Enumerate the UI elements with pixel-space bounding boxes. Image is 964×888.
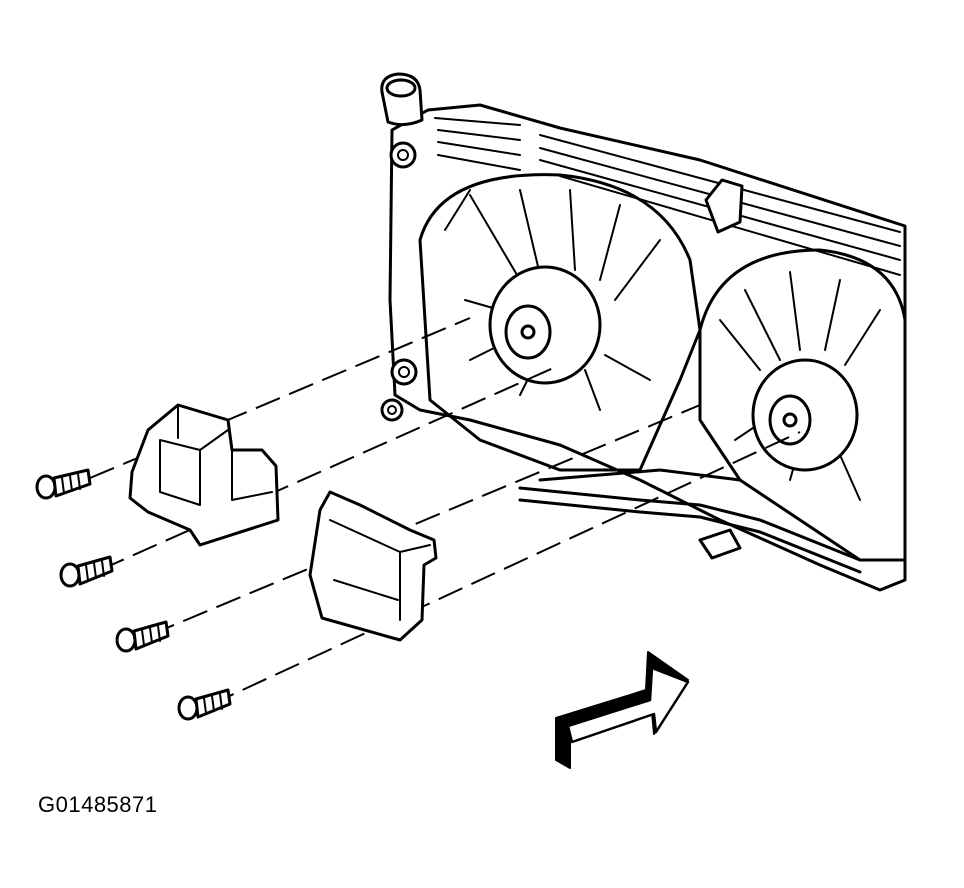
upper-mounting-bracket <box>128 403 280 547</box>
lower-hose <box>518 498 862 574</box>
left-cooling-fan <box>418 173 702 472</box>
radiator-fan-assembly <box>380 72 907 592</box>
lower-hose <box>518 486 862 562</box>
right-fan-hub <box>751 358 859 472</box>
mounting-screw <box>35 468 92 500</box>
radiator-mount-bolt <box>390 358 418 386</box>
radiator-mount-bolt <box>389 141 417 169</box>
lower-bracket-tab <box>698 528 742 560</box>
figure-id-label: G01485871 <box>38 792 158 817</box>
radiator-frame <box>388 103 907 592</box>
lower-mounting-bracket <box>308 490 438 642</box>
filler-neck-opening <box>385 78 417 98</box>
mounting-screw <box>59 555 114 588</box>
mounting-screw <box>177 688 232 721</box>
right-fan-shroud-ring <box>698 248 907 562</box>
radiator-filler-neck <box>380 72 424 127</box>
radiator-mount-bolt <box>380 398 404 422</box>
mounting-screw <box>115 620 170 653</box>
direction-arrow-icon <box>555 651 690 769</box>
shroud-top-clip <box>704 178 744 234</box>
alignment-lines <box>89 317 801 706</box>
left-fan-shroud-ring <box>418 173 702 472</box>
lower-hose <box>538 468 742 482</box>
